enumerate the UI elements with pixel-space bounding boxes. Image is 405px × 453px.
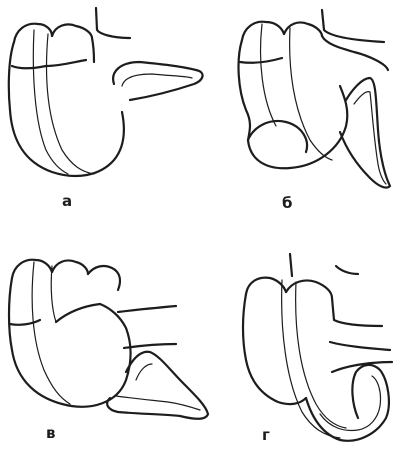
panel-g-label: г bbox=[262, 426, 270, 444]
panel-a-label: а bbox=[62, 192, 72, 210]
panel-b-label: б bbox=[282, 194, 292, 212]
panel-a: а bbox=[9, 8, 203, 210]
panel-v-label: в bbox=[46, 424, 56, 442]
panel-b: б bbox=[239, 10, 390, 212]
cecum-drawing-b bbox=[239, 10, 390, 188]
panel-v: в bbox=[9, 260, 208, 442]
cecum-drawing-g bbox=[243, 254, 392, 441]
panel-g: г bbox=[243, 254, 392, 444]
cecum-drawing-v bbox=[9, 260, 208, 419]
cecum-drawing-a bbox=[9, 8, 203, 176]
